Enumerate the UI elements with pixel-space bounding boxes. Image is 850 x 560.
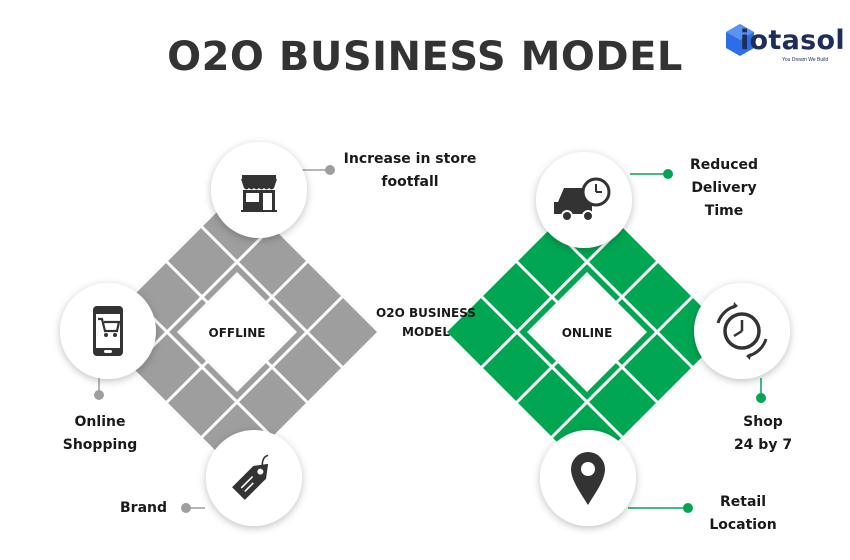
delivery-truck-clock-icon	[554, 177, 611, 222]
clock-24-7-icon	[716, 302, 768, 360]
online-center-diamond	[527, 272, 647, 392]
connector-dot-online-shopping	[94, 390, 104, 400]
location-pin-icon	[571, 452, 605, 505]
label-shop-24-7-line2: 24 by 7	[733, 437, 793, 453]
connector-dot-shop-24-7	[756, 393, 766, 403]
label-brand: Brand	[120, 497, 167, 520]
connector-dot-delivery	[663, 169, 673, 179]
label-shop-24-7-line1: Shop	[743, 414, 783, 430]
label-footfall: Increase in store footfall	[330, 148, 490, 194]
connector-dot-retail	[683, 503, 693, 513]
offline-label: OFFLINE	[208, 326, 266, 340]
price-tag-icon	[232, 454, 269, 500]
page-title: O2O BUSINESS MODEL	[167, 34, 683, 80]
connectors	[94, 165, 766, 513]
label-retail: Retail Location	[698, 491, 788, 537]
center-label-line2: MODEL	[402, 325, 450, 339]
label-footfall-line2: footfall	[381, 174, 439, 190]
online-diamond	[447, 192, 727, 472]
label-delivery-line2: Delivery	[691, 180, 757, 196]
logo-tagline: You Dream We Build	[782, 57, 829, 63]
circle-online-shopping	[60, 283, 156, 379]
label-delivery: Reduced Delivery Time	[676, 154, 772, 223]
center-label: O2O BUSINESS MODEL	[370, 304, 482, 342]
logo-name: iotasol	[740, 25, 845, 56]
circle-retail	[540, 430, 636, 526]
label-online-shopping-line2: Shopping	[62, 437, 138, 453]
offline-diamond	[97, 192, 377, 472]
logo: iotasol You Dream We Build	[724, 22, 845, 70]
label-delivery-line1: Reduced	[689, 157, 759, 173]
circle-shop-24-7	[694, 283, 790, 379]
center-label-line1: O2O BUSINESS	[376, 306, 476, 320]
label-online-shopping: Online Shopping	[52, 411, 148, 457]
storefront-icon	[241, 175, 277, 212]
connector-dot-brand	[181, 503, 191, 513]
mobile-shopping-cart-icon	[93, 306, 123, 356]
label-brand-line1: Brand	[120, 500, 168, 516]
label-footfall-line1: Increase in store	[343, 151, 477, 167]
connector-dot-footfall	[325, 165, 335, 175]
circle-delivery	[536, 152, 632, 248]
offline-center-diamond	[177, 272, 297, 392]
label-shop-24-7: Shop 24 by 7	[718, 411, 808, 457]
label-delivery-line3: Time	[704, 203, 744, 219]
label-online-shopping-line1: Online	[74, 414, 126, 430]
circle-footfall	[211, 142, 307, 238]
logo-hexagon-icon	[726, 24, 754, 56]
online-label: ONLINE	[561, 326, 613, 340]
label-retail-line1: Retail	[719, 494, 766, 510]
label-retail-line2: Location	[709, 517, 777, 533]
circle-brand	[206, 430, 302, 526]
